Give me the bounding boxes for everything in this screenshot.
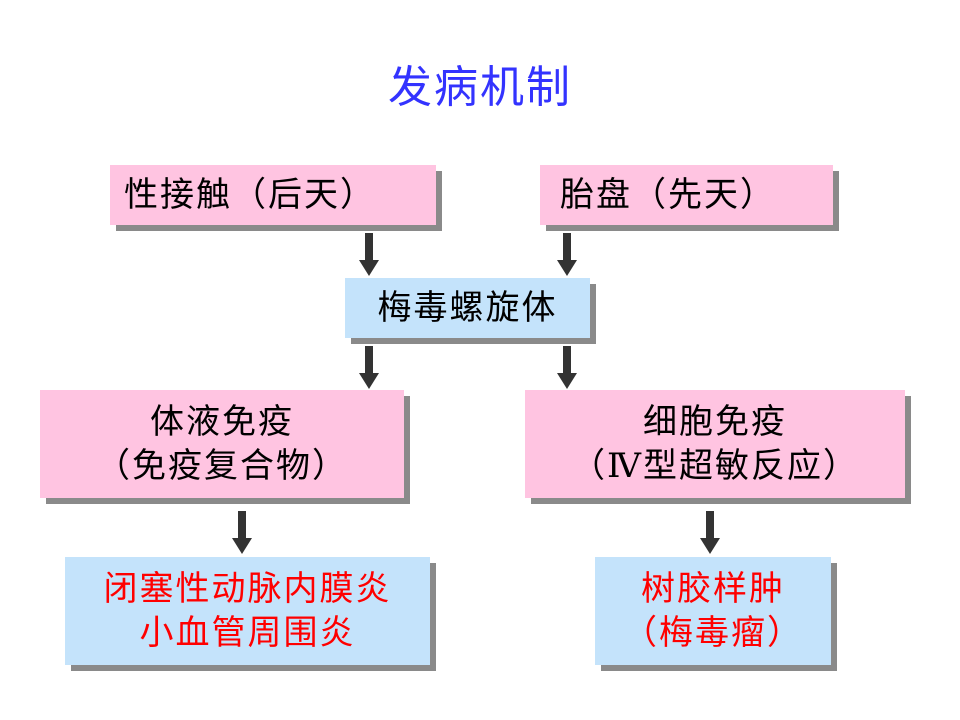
down-arrow-icon — [359, 346, 379, 390]
humoral-immunity-label: 体液免疫 — [150, 402, 294, 442]
cellular-immunity-box: 细胞免疫 （Ⅳ型超敏反应） — [525, 390, 905, 498]
cellular-immunity-detail: （Ⅳ型超敏反应） — [571, 446, 859, 486]
sexual-contact-box: 性接触（后天） — [110, 165, 436, 225]
gumma-detail: （梅毒瘤） — [623, 613, 803, 653]
treponema-label: 梅毒螺旋体 — [377, 288, 558, 328]
slide-title: 发病机制 — [388, 62, 572, 113]
humoral-immunity-box: 体液免疫 （免疫复合物） — [40, 390, 404, 498]
vascular-lesions-box: 闭塞性动脉内膜炎 小血管周围炎 — [65, 557, 430, 665]
down-arrow-icon — [557, 346, 577, 390]
down-arrow-icon — [557, 233, 577, 277]
down-arrow-icon — [232, 511, 252, 555]
endarteritis-label: 闭塞性动脉内膜炎 — [103, 569, 392, 609]
down-arrow-icon — [359, 233, 379, 277]
placenta-label: 胎盘（先天） — [560, 175, 776, 215]
treponema-box: 梅毒螺旋体 — [345, 278, 590, 338]
sexual-contact-label: 性接触（后天） — [124, 175, 376, 215]
down-arrow-icon — [700, 511, 720, 555]
humoral-immunity-detail: （免疫复合物） — [96, 446, 348, 486]
placenta-box: 胎盘（先天） — [540, 165, 833, 225]
gumma-box: 树胶样肿 （梅毒瘤） — [595, 557, 831, 665]
gumma-label: 树胶样肿 — [641, 569, 785, 609]
cellular-immunity-label: 细胞免疫 — [643, 402, 787, 442]
perivasculitis-label: 小血管周围炎 — [139, 613, 356, 653]
